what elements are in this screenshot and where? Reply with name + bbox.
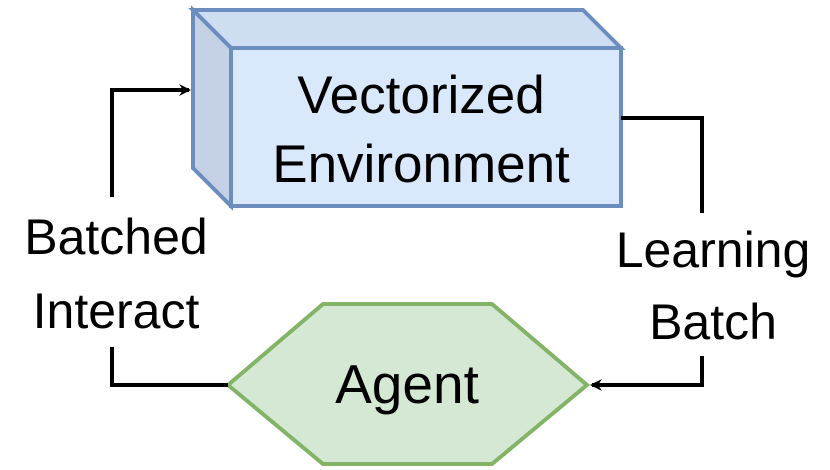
environment-box-top [188,8,626,50]
learning-batch-label-line2: Batch [649,294,777,350]
agent-node: Agent [224,302,591,466]
learning-batch-connector: Learning Batch [590,116,811,391]
environment-box-front [229,46,623,208]
learning-batch-line-upper [621,116,704,213]
batched-interact-line-lower [110,347,228,387]
batched-interact-label-line2: Interact [33,283,200,339]
agent-label: Agent [335,353,479,415]
batched-interact-label-line1: Batched [24,209,207,265]
environment-label-line1: Vectorized [297,66,544,125]
agent-hexagon [224,302,591,466]
batched-interact-line-upper [110,84,191,197]
learning-batch-label-line1: Learning [616,222,811,278]
environment-node: Vectorized Environment [188,5,626,211]
batched-interact-connector: Batched Interact [24,84,228,387]
learning-batch-line-lower [590,356,704,391]
environment-label-line2: Environment [272,135,570,194]
